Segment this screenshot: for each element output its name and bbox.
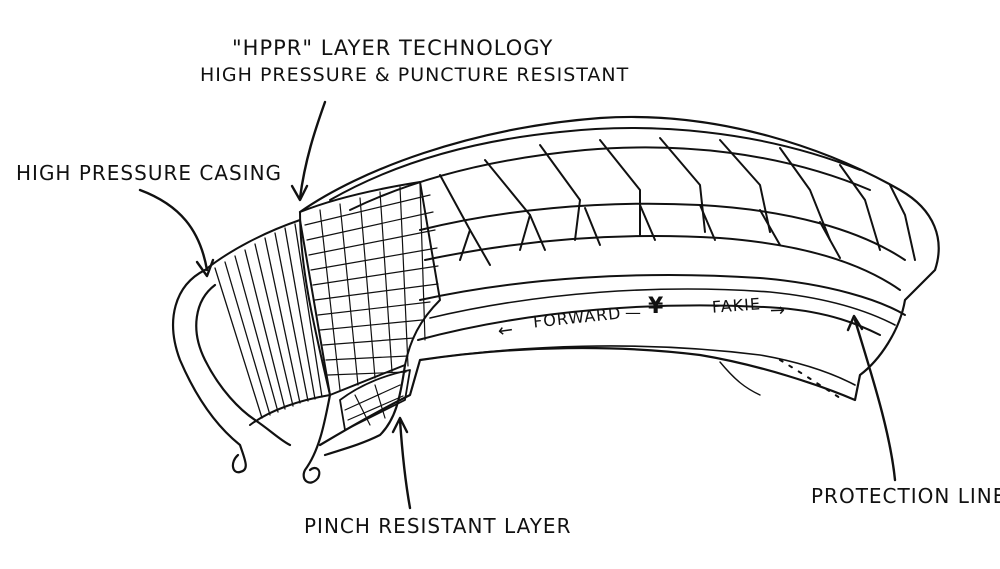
protection-leader xyxy=(853,318,897,482)
hppr-subtitle-label: HIGH PRESSURE & PUNCTURE RESISTANT xyxy=(200,64,630,86)
pinch-layer xyxy=(339,369,411,431)
brand-logo-glyph: ¥ xyxy=(648,294,665,319)
casing-label: HIGH PRESSURE CASING xyxy=(16,161,283,185)
sidewall xyxy=(417,273,906,399)
pinch-leader xyxy=(398,418,412,510)
protection-line-label: PROTECTION LINE xyxy=(811,484,1000,508)
hppr-layer xyxy=(299,181,441,396)
arrow-left-icon: ← xyxy=(496,318,516,343)
casing-leader xyxy=(138,188,209,272)
protection-line xyxy=(429,288,896,326)
tire-tread-outline xyxy=(298,115,940,447)
pinch-layer-label: PINCH RESISTANT LAYER xyxy=(304,514,572,538)
casing-layer xyxy=(204,219,331,426)
hppr-leader xyxy=(298,100,327,200)
dash-separator: — xyxy=(625,303,642,322)
tread-blocks xyxy=(329,127,916,291)
leader-lines xyxy=(138,100,897,510)
arrow-right-icon: → xyxy=(769,299,787,322)
fakie-sidewall-text: FAKIE xyxy=(711,294,762,317)
hppr-title-label: "HPPR" LAYER TECHNOLOGY xyxy=(232,36,554,60)
tire-bead xyxy=(172,268,407,484)
